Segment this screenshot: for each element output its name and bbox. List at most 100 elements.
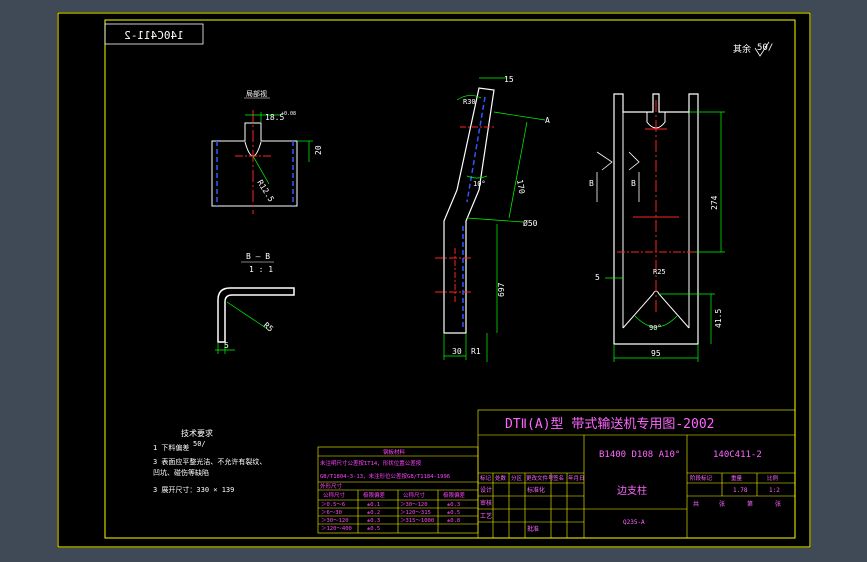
row-std: 标准化 bbox=[527, 486, 545, 494]
r2c0: ＞30～120 bbox=[321, 518, 349, 524]
dim-10: 10° bbox=[473, 180, 486, 188]
rev-h3: 更改文件号 bbox=[526, 474, 554, 482]
dim-415: 41.5 bbox=[714, 309, 723, 328]
partial-view-label: 局部视 bbox=[246, 89, 267, 98]
label-a: A bbox=[545, 116, 550, 125]
angle-profile bbox=[217, 287, 295, 343]
notes-title: 技术要求 bbox=[181, 428, 213, 438]
header-1: 公称尺寸 bbox=[323, 491, 346, 499]
partial-view-outline bbox=[211, 122, 298, 207]
r2c1: ±0.3 bbox=[367, 518, 380, 524]
material-line2: GB/T1804-3-13，未注形位公差按GB/T1184-1996 bbox=[320, 472, 450, 480]
section-arrow-right bbox=[628, 151, 640, 171]
dim-a-line bbox=[493, 111, 546, 121]
notes-line1-val: 50/ bbox=[193, 440, 206, 448]
drawing-title: DTⅡ(A)型 带式输送机专用图-2002 bbox=[505, 416, 715, 432]
dim-r5-leader bbox=[226, 301, 270, 331]
dim-thickness: 5 bbox=[224, 341, 229, 350]
dim-r30: R30 bbox=[463, 98, 476, 106]
section-arrow-left bbox=[596, 151, 613, 171]
sheet-a: 共 bbox=[693, 500, 699, 508]
dim-radius: R12.5 bbox=[255, 178, 275, 203]
notes-line2b: 凹坑、碰伤等缺陷 bbox=[153, 468, 209, 477]
header-4: 极限偏差 bbox=[443, 491, 466, 499]
r1c0: ＞6～30 bbox=[321, 510, 342, 516]
r1c1: ±0.2 bbox=[367, 510, 380, 516]
notes-line2a: 3 表面应平整光洁、不允许有裂纹、 bbox=[153, 457, 266, 466]
rev-h0: 标记 bbox=[480, 474, 492, 482]
dim-width: 18.5 bbox=[265, 113, 284, 122]
side-view[interactable]: 15 A R30 10° 170 Ø50 697 30 R1 bbox=[435, 75, 550, 362]
dim-15: 15 bbox=[504, 75, 514, 84]
dim-5: 5 bbox=[595, 273, 600, 282]
r0c2: ＞30～120 bbox=[400, 502, 428, 508]
notes-line1: 1 下料偏差 bbox=[153, 443, 189, 452]
header-2: 极限偏差 bbox=[363, 491, 386, 499]
material-title: 钢板材料 bbox=[383, 448, 406, 456]
material-line1: 未注明尺寸公差按IT14，形状位置公差按 bbox=[320, 459, 422, 467]
section-bb-scale: 1 : 1 bbox=[249, 265, 273, 274]
code-stamp-box bbox=[104, 23, 204, 45]
r1c3: ±0.5 bbox=[447, 510, 460, 516]
sheet-c: 第 bbox=[747, 500, 753, 508]
dim-850-leader bbox=[466, 217, 524, 223]
angle-10-arc bbox=[466, 175, 488, 179]
dim-850: Ø50 bbox=[523, 218, 538, 228]
row-process: 工艺 bbox=[480, 512, 492, 520]
rev-h2: 分区 bbox=[511, 474, 523, 482]
sheet-d: 张 bbox=[775, 500, 781, 508]
title-block-text: DTⅡ(A)型 带式输送机专用图-2002 B1400 D108 A10° 14… bbox=[480, 416, 781, 533]
dim-r25: R25 bbox=[653, 268, 666, 276]
cad-drawing[interactable]: 140C411-2 其余 50/ 局部视 18.5 +0.08 20 R12.5… bbox=[57, 12, 811, 548]
partial-view[interactable]: 局部视 18.5 +0.08 20 R12.5 bbox=[211, 89, 323, 214]
dim-697: 697 bbox=[497, 282, 506, 297]
rev-h5: 年月日 bbox=[568, 474, 585, 482]
part-material: Q235-A bbox=[623, 519, 645, 526]
dim-170: 170 bbox=[515, 179, 526, 195]
r3c1: ±0.5 bbox=[367, 526, 380, 532]
row-design: 设计 bbox=[480, 486, 492, 494]
r30-arc bbox=[456, 95, 482, 101]
title-block-frame bbox=[477, 409, 796, 539]
r2c2: ＞315～1000 bbox=[400, 518, 434, 524]
notes-line3: 3 展开尺寸：330 × 139 bbox=[153, 485, 234, 494]
column-outline bbox=[443, 87, 495, 334]
tolerance-text: 钢板材料 未注明尺寸公差按IT14，形状位置公差按 GB/T1804-3-13，… bbox=[320, 448, 466, 532]
label-b2: B bbox=[631, 179, 636, 188]
tolerance-table[interactable] bbox=[317, 446, 479, 534]
inner-border bbox=[104, 19, 796, 539]
scale-value: 1:2 bbox=[769, 487, 780, 494]
weight-label: 重量 bbox=[731, 474, 743, 482]
section-bb-label: B — B bbox=[246, 252, 270, 261]
front-view[interactable]: B B 274 5 R25 90° 41.5 95 bbox=[589, 93, 725, 362]
part-name: 边支柱 bbox=[617, 484, 647, 497]
tech-notes[interactable]: 技术要求 1 下料偏差 50/ 3 表面应平整光洁、不允许有裂纹、 凹坑、碰伤等… bbox=[153, 428, 266, 494]
drawing-spec: B1400 D108 A10° bbox=[599, 450, 680, 460]
r1c2: ＞120～315 bbox=[400, 510, 431, 516]
dim-90-arc bbox=[634, 315, 678, 328]
stage-label: 阶段标记 bbox=[690, 474, 713, 482]
roughness-symbol bbox=[754, 41, 770, 57]
code-stamp: 140C411-2 bbox=[124, 29, 184, 42]
drawing-code: 140C411-2 bbox=[713, 450, 762, 460]
r0c0: ＞0.5～6 bbox=[321, 502, 345, 508]
radius-leader bbox=[252, 155, 270, 185]
row-check: 审核 bbox=[480, 499, 492, 507]
outer-border bbox=[57, 12, 811, 548]
dim-274: 274 bbox=[710, 195, 719, 210]
sheet-b: 张 bbox=[719, 500, 725, 508]
section-bb[interactable]: B — B 1 : 1 5 R5 bbox=[215, 252, 295, 354]
dim-170-line bbox=[508, 121, 528, 219]
dim-95: 95 bbox=[651, 349, 661, 358]
label-b1: B bbox=[589, 179, 594, 188]
scale-label: 比例 bbox=[767, 474, 779, 482]
drawing-sheet[interactable]: 140C411-2 其余 50/ 局部视 18.5 +0.08 20 R12.5… bbox=[57, 12, 811, 548]
r3c0: ＞120～400 bbox=[321, 526, 352, 532]
dim-r1: R1 bbox=[471, 347, 481, 356]
dim-r5: R5 bbox=[262, 321, 275, 334]
r2c3: ±0.8 bbox=[447, 518, 460, 524]
column-inner-hidden bbox=[466, 96, 486, 203]
r0c1: ±0.1 bbox=[367, 502, 380, 508]
rev-h1: 处数 bbox=[495, 474, 507, 482]
title-block-grid[interactable] bbox=[477, 409, 796, 539]
